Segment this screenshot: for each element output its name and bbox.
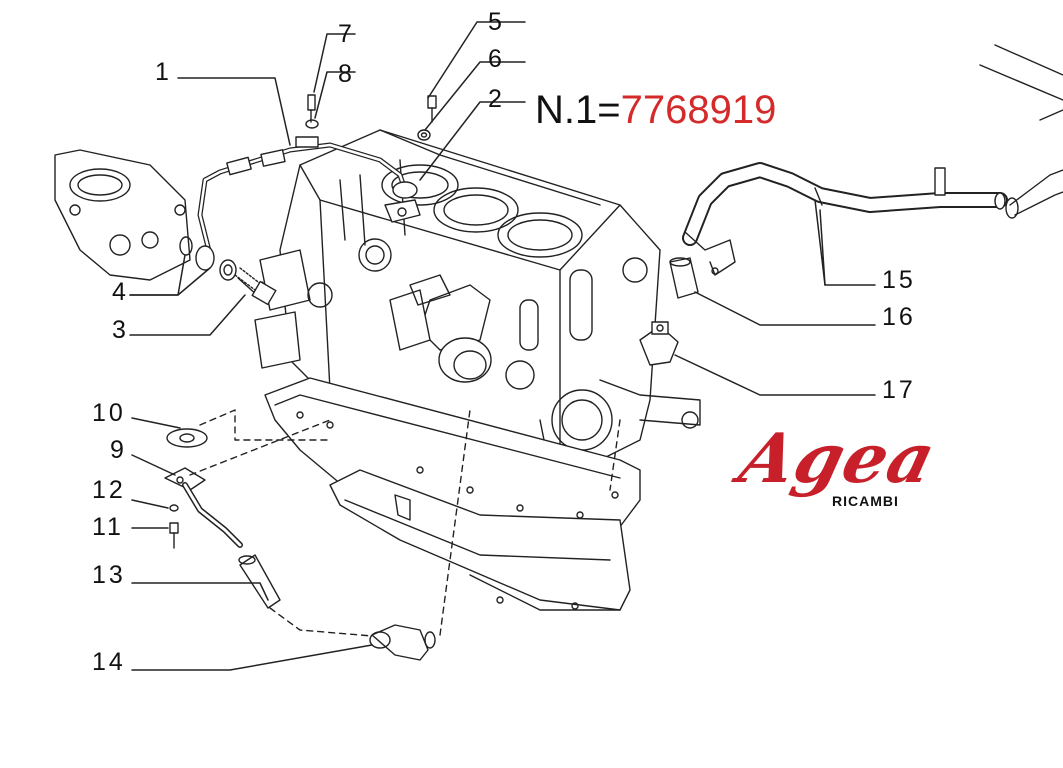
callout-7: 7 [338, 20, 355, 48]
small-bolts [305, 94, 437, 141]
callout-11: 11 [92, 513, 124, 541]
callout-1: 1 [155, 58, 172, 86]
engine-block [254, 129, 701, 481]
callout-12: 12 [92, 476, 126, 504]
callout-10: 10 [92, 399, 126, 427]
callout-4: 4 [112, 278, 129, 306]
brand-name: Agea [732, 419, 944, 499]
part-reference-prefix: N.1= [535, 88, 621, 132]
oil-feed-pipe [195, 136, 421, 271]
return-hose-assembly [639, 44, 1063, 366]
callout-14: 14 [92, 648, 126, 676]
callout-6: 6 [488, 45, 505, 73]
callout-16: 16 [882, 303, 916, 331]
callout-13: 13 [92, 561, 126, 589]
callout-8: 8 [338, 60, 355, 88]
assembly-guides [189, 409, 621, 637]
callout-15: 15 [882, 266, 916, 294]
part-reference: N.1=7768919 [535, 90, 776, 130]
oil-drain-pipe [164, 428, 436, 661]
part-reference-code: 7768919 [620, 88, 777, 132]
brand-subtitle: RICAMBI [832, 493, 899, 509]
callout-17: 17 [882, 376, 916, 404]
leader-lines [129, 21, 876, 671]
callout-9: 9 [110, 436, 127, 464]
callout-3: 3 [112, 316, 129, 344]
oil-pan [264, 377, 641, 611]
callout-5: 5 [488, 8, 505, 36]
callout-2: 2 [488, 85, 505, 113]
brand-logo: Agea RICAMBI [732, 419, 944, 525]
banjo-bolt [179, 236, 277, 306]
thermostat-housing [54, 149, 191, 281]
